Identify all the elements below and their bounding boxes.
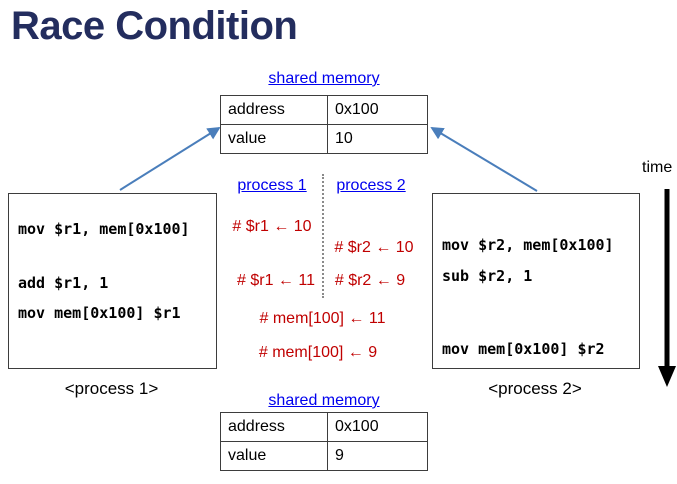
- event-mem-9: # mem[100] ← 9: [258, 344, 378, 361]
- top-shared-memory-table: address 0x100 value 10: [220, 95, 428, 154]
- table-cell-address-key: address: [228, 418, 285, 435]
- bottom-shared-memory-label: shared memory: [268, 392, 380, 409]
- table-cell-address-key: address: [228, 101, 285, 118]
- code-line: mov $r1, mem[0x100]: [18, 220, 190, 238]
- table-cell-value-value: 9: [327, 441, 427, 470]
- time-arrow: [658, 189, 676, 387]
- event-r1-10: # $r1 ← 10: [232, 218, 312, 235]
- code-line: mov $r2, mem[0x100]: [442, 236, 614, 254]
- table-cell-address-value: 0x100: [327, 96, 427, 124]
- page-title: Race Condition: [11, 4, 298, 48]
- code-line: mov mem[0x100] $r1: [18, 304, 181, 322]
- table-cell-value-key: value: [221, 124, 327, 153]
- top-shared-memory-label: shared memory: [268, 70, 380, 87]
- code-line: add $r1, 1: [18, 274, 109, 292]
- process2-column-header: process 2: [336, 177, 406, 194]
- process1-caption: <process 1>: [64, 379, 159, 398]
- connector-right-arrow: [430, 126, 538, 192]
- process2-code-box: mov $r2, mem[0x100] sub $r2, 1 mov mem[0…: [432, 193, 640, 369]
- event-r1-11: # $r1 ← 11: [237, 272, 315, 289]
- bottom-shared-memory-table: address 0x100 value 9: [220, 412, 428, 471]
- column-divider: [322, 174, 324, 298]
- table-cell-value-value: 10: [327, 124, 427, 153]
- table-cell-address-value: 0x100: [327, 413, 427, 441]
- connector-left-arrow: [119, 126, 221, 191]
- process1-column-header: process 1: [237, 177, 307, 194]
- event-mem-11: # mem[100] ← 11: [259, 310, 386, 327]
- event-r2-10: # $r2 ← 10: [334, 239, 414, 256]
- process1-code-box: mov $r1, mem[0x100] add $r1, 1 mov mem[0…: [8, 193, 217, 369]
- table-cell-value-key: value: [221, 441, 327, 470]
- event-r2-9: # $r2 ← 9: [334, 272, 406, 289]
- code-line: mov mem[0x100] $r2: [442, 340, 605, 358]
- code-line: sub $r2, 1: [442, 267, 533, 285]
- time-axis-label: time: [642, 159, 673, 176]
- process2-caption: <process 2>: [488, 379, 582, 398]
